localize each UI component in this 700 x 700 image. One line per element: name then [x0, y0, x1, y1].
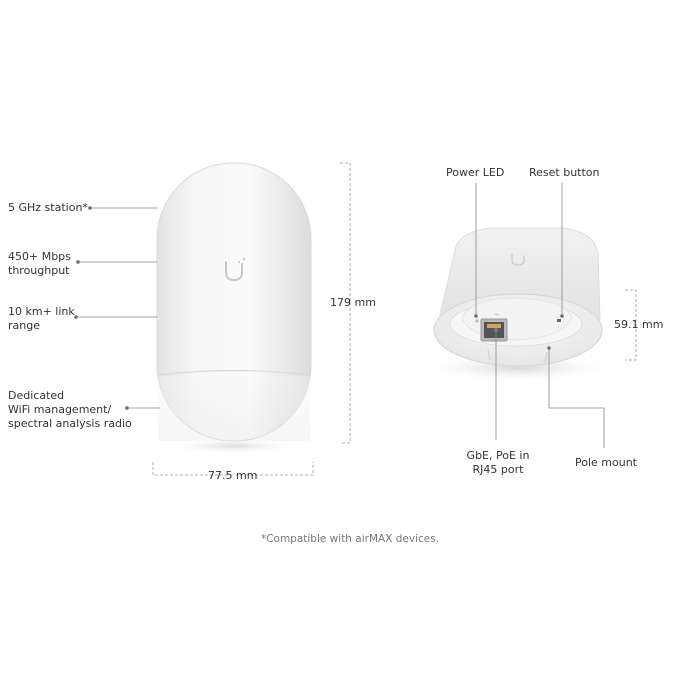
callout-power-led: Power LED	[446, 166, 505, 179]
width-dimension: 77.5 mm	[208, 469, 258, 482]
callout-link-range: 10 km+ link range	[8, 305, 75, 332]
svg-text:↔: ↔	[495, 312, 499, 318]
callout-rj45-port: GbE, PoE in RJ45 port	[466, 449, 530, 476]
callout-pole-mount: Pole mount	[575, 456, 637, 469]
height-dimension: 179 mm	[330, 296, 376, 309]
callout-reset-button: Reset button	[529, 166, 600, 179]
depth-dimension: 59.1 mm	[614, 318, 664, 331]
callout-throughput: 450+ Mbps throughput	[8, 250, 71, 277]
callout-5ghz-station: 5 GHz station*	[8, 201, 88, 214]
callout-management-radio: Dedicated WiFi management/ spectral anal…	[8, 389, 132, 430]
footnote: *Compatible with airMAX devices.	[260, 533, 440, 545]
ubiquiti-logo-icon	[225, 257, 246, 282]
